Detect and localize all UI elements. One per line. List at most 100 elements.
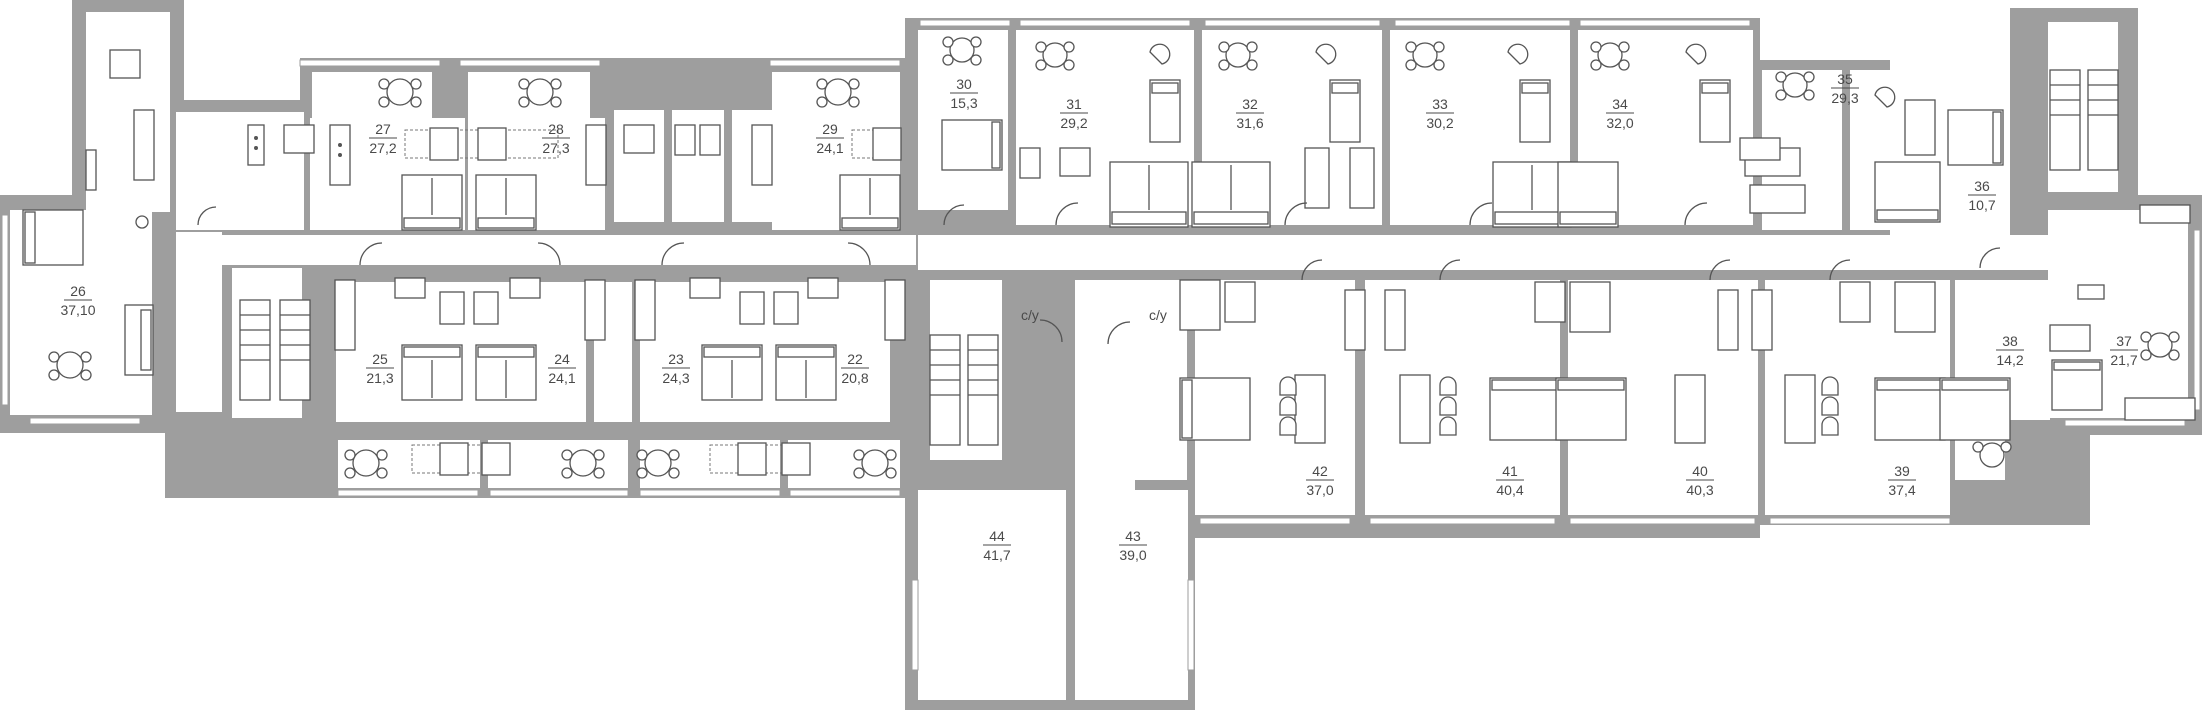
bed-icon: [1489, 377, 1561, 441]
table-icon: [1775, 71, 1815, 101]
unit-area: 21,3: [366, 370, 393, 386]
unit-area: 40,4: [1496, 482, 1523, 498]
unit-number: 39: [1894, 463, 1910, 479]
sofa-icon: [124, 304, 154, 376]
table-icon: [1405, 41, 1445, 71]
fixtures: [85, 49, 2191, 352]
bed-icon: [1179, 377, 1251, 441]
bed-icon: [1874, 161, 1941, 223]
table-icon: [518, 78, 562, 108]
unit-area: 37,4: [1888, 482, 1915, 498]
unit-number: 29: [822, 121, 838, 137]
doors: [197, 202, 2001, 345]
bed-icon: [775, 344, 837, 401]
unit-area: 24,3: [662, 370, 689, 386]
unit-label-44: 44 41,7: [983, 528, 1011, 563]
sofa-icon: [1329, 79, 1361, 143]
table-icon: [636, 449, 680, 479]
stair-center: [929, 334, 999, 446]
table-icon: [1590, 41, 1630, 71]
table-icon: [853, 449, 897, 479]
unit-label-25: 25 21,3: [366, 351, 394, 386]
table-icon: [1035, 41, 1075, 71]
bed-icon: [1191, 161, 1271, 228]
unit-area: 14,2: [1996, 352, 2023, 368]
unit-label-35: 35 29,3: [1831, 71, 1859, 106]
sofa-icon: [1904, 99, 1936, 156]
unit-area: 27,2: [369, 140, 396, 156]
unit-area: 24,1: [816, 140, 843, 156]
unit-area: 20,8: [841, 370, 868, 386]
unit-number: 35: [1837, 71, 1853, 87]
unit-area: 24,1: [548, 370, 575, 386]
unit-label-24: 24 24,1: [548, 351, 576, 386]
sofa-icon: [2124, 397, 2196, 421]
unit-area: 21,7: [2110, 352, 2137, 368]
bed-icon: [1555, 377, 1627, 441]
unit-label-37: 37 21,7: [2110, 333, 2138, 368]
table-icon: [816, 78, 860, 108]
unit-number: 43: [1125, 528, 1141, 544]
stair-left: [239, 299, 311, 401]
unit-area: 37,10: [60, 302, 95, 318]
table-icon: [378, 78, 422, 108]
bed-icon: [22, 209, 84, 266]
unit-label-41: 41 40,4: [1496, 463, 1524, 498]
unit-number: 31: [1066, 96, 1082, 112]
unit-label-29: 29 24,1: [816, 121, 844, 156]
windows: [1, 19, 2201, 671]
sofa-icon: [1674, 374, 1706, 444]
bed-icon: [2051, 359, 2103, 411]
bed-icon: [1947, 109, 2004, 166]
bed-icon: [475, 174, 537, 231]
beds: [22, 109, 2103, 441]
unit-label-22: 22 20,8: [841, 351, 869, 386]
sofa-icon: [1699, 79, 1731, 143]
bathroom-label: с/у: [1149, 307, 1167, 323]
stair-right: [2049, 69, 2119, 171]
bathroom-label: с/у: [1021, 307, 1039, 323]
unit-label-38: 38 14,2: [1996, 333, 2024, 368]
bed-icon: [839, 174, 901, 231]
table-icon: [2140, 331, 2180, 361]
unit-number: 22: [847, 351, 863, 367]
unit-area: 27,3: [542, 140, 569, 156]
unit-number: 44: [989, 528, 1005, 544]
unit-number: 38: [2002, 333, 2018, 349]
unit-number: 34: [1612, 96, 1628, 112]
unit-number: 37: [2116, 333, 2132, 349]
unit-number: 24: [554, 351, 570, 367]
unit-number: 25: [372, 351, 388, 367]
sofa-icon: [1784, 374, 1816, 444]
unit-area: 41,7: [983, 547, 1010, 563]
dashed-tables: [404, 127, 902, 476]
unit-label-33: 33 30,2: [1426, 96, 1454, 131]
dining-tables: [48, 36, 2180, 479]
sofa-icon: [1294, 374, 1326, 444]
unit-number: 40: [1692, 463, 1708, 479]
unit-label-39: 39 37,4: [1888, 463, 1916, 498]
unit-area: 15,3: [950, 95, 977, 111]
unit-area: 37,0: [1306, 482, 1333, 498]
unit-number: 41: [1502, 463, 1518, 479]
unit-area: 29,3: [1831, 90, 1858, 106]
sofa-icon: [1519, 79, 1551, 143]
room-interiors: [10, 12, 2188, 700]
table-icon: [344, 449, 388, 479]
bed-icon: [401, 174, 463, 231]
unit-area: 30,2: [1426, 115, 1453, 131]
unit-number: 33: [1432, 96, 1448, 112]
